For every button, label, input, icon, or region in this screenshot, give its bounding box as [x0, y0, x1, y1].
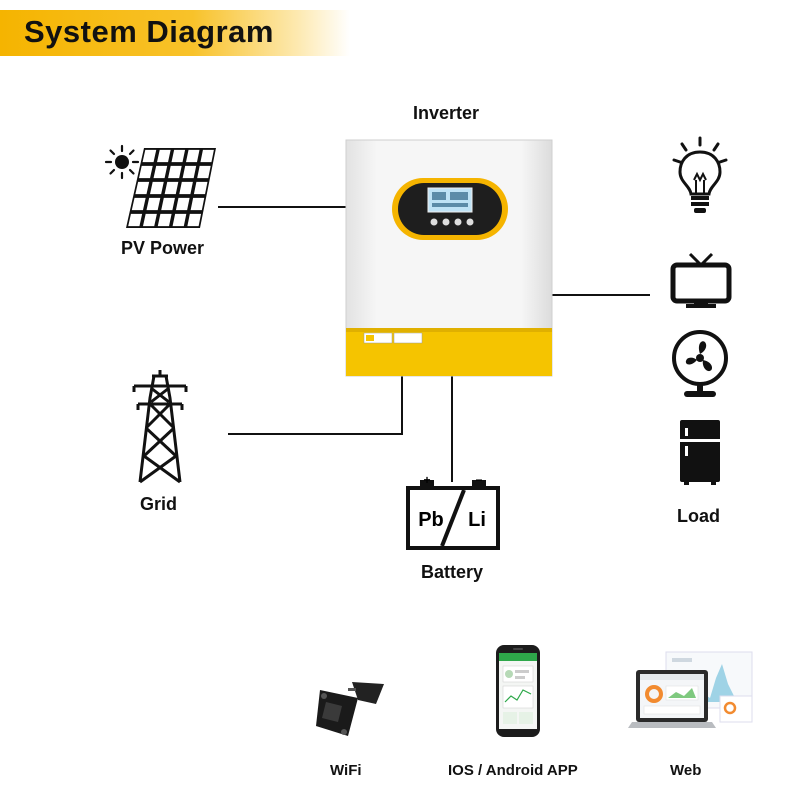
inverter-icon: [345, 139, 553, 377]
solar-cell: [185, 149, 200, 163]
battery-icon: + − Pb Li: [406, 473, 500, 550]
pv-power-label: PV Power: [121, 238, 205, 258]
solar-cell: [150, 181, 164, 195]
fan-icon: [672, 330, 728, 397]
solar-cell: [128, 213, 143, 227]
solar-cell: [171, 149, 186, 163]
battery-minus-sign: −: [475, 473, 482, 487]
solar-cell: [197, 165, 211, 179]
solar-cell: [161, 197, 175, 211]
smartphone-icon: [496, 645, 540, 737]
grid-label: Grid: [140, 494, 178, 514]
lightbulb-icon: [672, 136, 728, 213]
solar-cell: [179, 181, 193, 195]
solar-cell: [142, 213, 157, 227]
solar-cell: [172, 213, 187, 227]
title-banner: [0, 10, 350, 56]
solar-cell: [175, 197, 190, 211]
tv-icon: [670, 252, 732, 308]
web-label: Web: [670, 762, 702, 779]
laptop-icon: [628, 651, 753, 728]
battery-plus-sign: +: [423, 473, 430, 487]
grid-line: [228, 376, 403, 435]
solar-cell: [157, 149, 171, 163]
battery-li-text: Li: [468, 509, 486, 531]
solar-cell: [168, 165, 182, 179]
solar-cell: [153, 165, 168, 179]
solar-cell: [135, 181, 150, 195]
sun-icon: [104, 144, 140, 180]
solar-cell: [164, 181, 179, 195]
solar-cell: [131, 197, 146, 211]
battery-pb-text: Pb: [418, 509, 444, 531]
wifi-dongle-icon: [316, 682, 384, 736]
app-label: IOS / Android APP: [448, 762, 578, 779]
solar-cell: [187, 213, 202, 227]
solar-cell: [193, 181, 208, 195]
solar-cell: [200, 149, 214, 163]
inverter-label: Inverter: [413, 103, 480, 123]
page-title: System Diagram: [24, 14, 274, 49]
transmission-tower-icon: [132, 370, 188, 484]
solar-cell: [190, 197, 205, 211]
solar-cell: [142, 149, 157, 163]
solar-cell: [146, 197, 161, 211]
solar-cell: [138, 165, 153, 179]
fridge-icon: [680, 420, 720, 485]
wifi-label: WiFi: [330, 762, 362, 779]
solar-panel-icon: [126, 148, 216, 228]
battery-label: Battery: [421, 562, 484, 582]
load-label: Load: [677, 506, 720, 526]
solar-cell: [182, 165, 197, 179]
solar-cell: [157, 213, 172, 227]
